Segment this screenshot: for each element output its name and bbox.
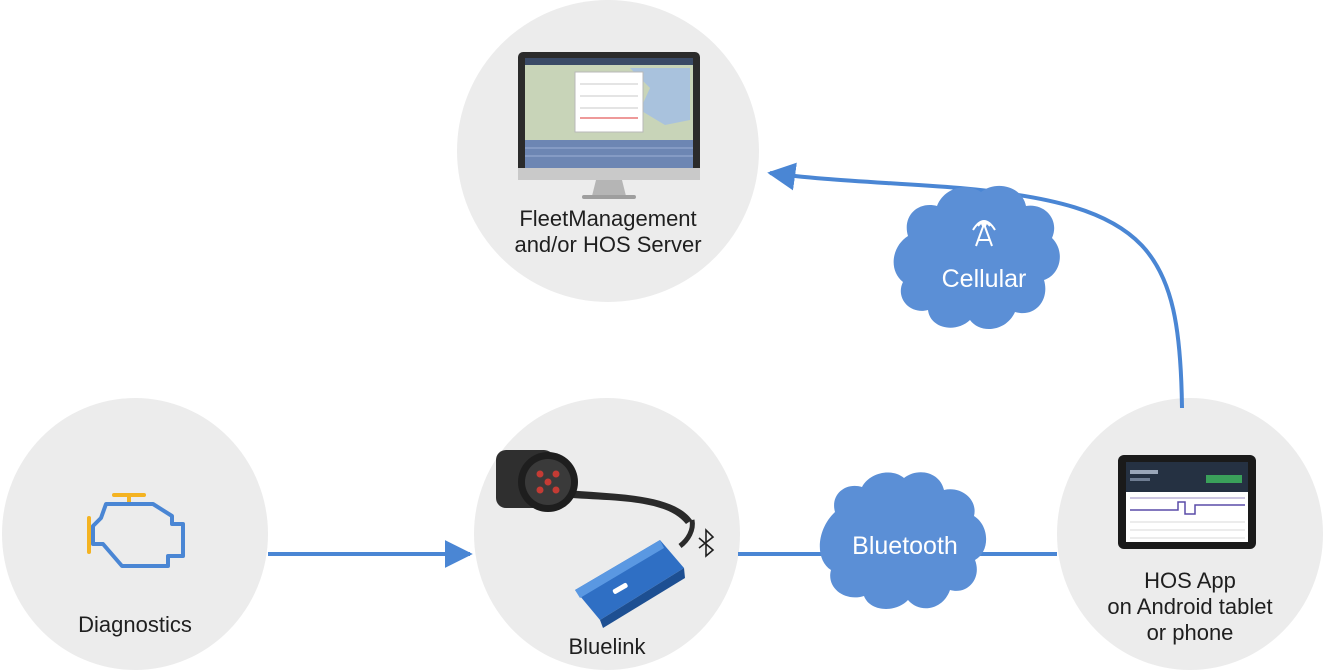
diagnostics-node bbox=[2, 398, 268, 670]
cell-tower-icon bbox=[972, 220, 996, 247]
desktop-monitor-icon bbox=[518, 52, 700, 199]
cellular-label: Cellular bbox=[941, 265, 1027, 293]
diagnostics-label: Diagnostics bbox=[78, 612, 192, 637]
hos-app-label-line3: or phone bbox=[1146, 620, 1234, 645]
hos-app-label: HOS App on Android tablet or phone bbox=[1057, 568, 1323, 646]
hos-app-label-line2: on Android tablet bbox=[1107, 594, 1273, 619]
obd-adapter-icon bbox=[496, 450, 695, 628]
hos-to-server-arrow bbox=[767, 162, 1184, 409]
cellular-cloud bbox=[893, 185, 1060, 330]
bluetooth-cloud bbox=[819, 472, 987, 609]
bluetooth-label: Bluetooth bbox=[852, 532, 958, 560]
bluelink-label: Bluelink bbox=[568, 634, 646, 659]
engine-icon bbox=[87, 493, 185, 568]
server-label: FleetManagement and/or HOS Server bbox=[457, 206, 759, 258]
tablet-icon bbox=[1118, 455, 1256, 549]
bluetooth-icon bbox=[698, 528, 715, 558]
server-label-line1: FleetManagement bbox=[519, 206, 697, 231]
server-label-line2: and/or HOS Server bbox=[514, 232, 702, 257]
hos-app-label-line1: HOS App bbox=[1144, 568, 1236, 593]
